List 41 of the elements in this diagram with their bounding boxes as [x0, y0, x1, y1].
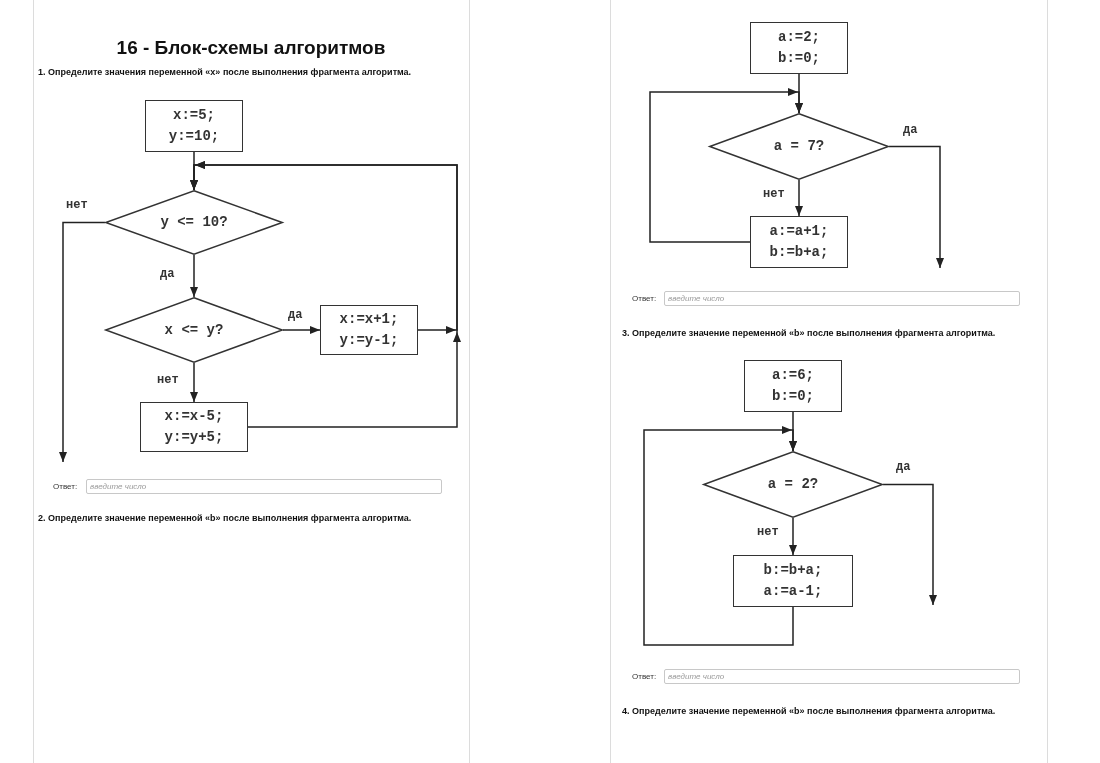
arrow — [59, 221, 106, 463]
answer-field: введите число — [664, 669, 1020, 684]
answer-field: введите число — [664, 291, 1020, 306]
edge-label: нет — [157, 373, 179, 387]
process-box: x:=x+1; y:=y-1; — [320, 305, 418, 355]
arrow — [282, 326, 321, 334]
decision-diamond: x <= y? — [105, 297, 283, 363]
edge-label: да — [896, 460, 911, 474]
edge-label: да — [903, 123, 918, 137]
question-text: 2. Определите значение переменной «b» после выполнения фрагмента алгоритма. — [38, 513, 412, 524]
question-text: 3. Определите значение переменной «b» после выполнения фрагмента алгоритма. — [622, 328, 996, 339]
edge-label: да — [160, 267, 175, 281]
edge-label: да — [288, 308, 303, 322]
arrow — [789, 517, 797, 556]
question-text: 1. Определите значения переменной «x» после выполнения фрагмента алгоритма. — [38, 67, 412, 78]
edge-label: нет — [757, 525, 779, 539]
arrow — [649, 88, 803, 243]
page-title: 16 - Блок-схемы алгоритмов — [116, 37, 386, 59]
arrow — [190, 161, 461, 428]
arrow — [190, 254, 198, 298]
edge-label: нет — [66, 198, 88, 212]
edge-label: нет — [763, 187, 785, 201]
arrow — [888, 145, 944, 269]
answer-field: введите число — [86, 479, 442, 494]
arrow — [643, 426, 797, 646]
process-box: x:=x-5; y:=y+5; — [140, 402, 248, 452]
answer-label: Ответ: — [632, 294, 657, 304]
answer-label: Ответ: — [632, 672, 657, 682]
answer-label: Ответ: — [53, 482, 78, 492]
decision-diamond: a = 7? — [709, 113, 889, 180]
process-box: x:=5; y:=10; — [145, 100, 243, 152]
process-box: a:=6; b:=0; — [744, 360, 842, 412]
process-box: a:=2; b:=0; — [750, 22, 848, 74]
process-box: b:=b+a; a:=a-1; — [733, 555, 853, 607]
arrow — [795, 179, 803, 217]
question-text: 4. Определите значение переменной «b» после выполнения фрагмента алгоритма. — [622, 706, 996, 717]
decision-diamond: y <= 10? — [105, 190, 283, 255]
process-box: a:=a+1; b:=b+a; — [750, 216, 848, 268]
arrow — [190, 362, 198, 403]
decision-diamond: a = 2? — [703, 451, 883, 518]
arrow — [882, 483, 937, 606]
